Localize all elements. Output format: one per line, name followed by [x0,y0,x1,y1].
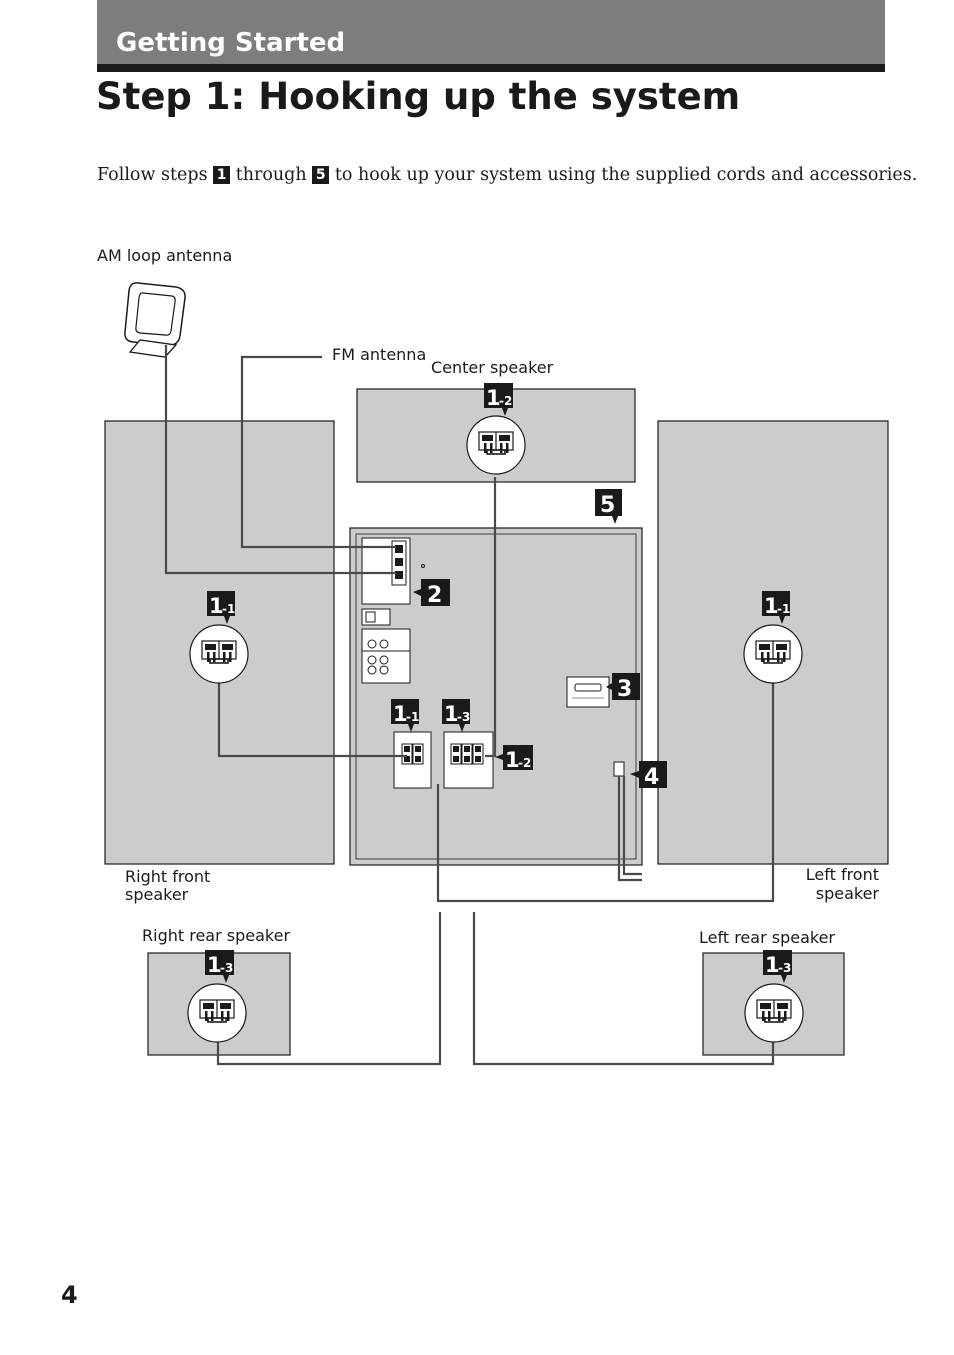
right-front-terminal-icon [189,624,249,684]
svg-text:1: 1 [505,748,520,772]
callout-1-2-unit: 1 -2 [495,745,533,772]
svg-text:4: 4 [644,765,659,790]
intro-paragraph: Follow steps 1 through 5 to hook up your… [97,163,917,187]
callout-3: 3 [606,673,640,702]
intro-middle: through [235,165,307,185]
right-rear-terminal-icon [187,983,247,1043]
left-rear-label: Left rear speaker [699,928,835,947]
svg-text:-2: -2 [499,394,512,408]
center-terminal-icon [466,415,526,475]
svg-text:1: 1 [207,953,222,977]
svg-text:1: 1 [764,594,779,618]
connection-cords [164,345,775,1066]
left-front-label-line2: speaker [815,884,879,903]
svg-text:3: 3 [617,677,632,702]
intro-after: to hook up your system using the supplie… [334,165,918,185]
fm-antenna-label: FM antenna [332,345,427,364]
left-front-label-line1: Left front [805,865,879,884]
svg-text:1: 1 [444,702,459,726]
callout-1-3-left-rear: 1 -3 [763,950,792,983]
callout-1-1-unit: 1 -1 [391,699,419,732]
banner-rule [97,64,885,72]
svg-text:1: 1 [765,953,780,977]
page-number: 4 [61,1281,78,1309]
svg-text:2: 2 [427,583,442,608]
svg-text:-3: -3 [457,710,470,724]
intro-before: Follow steps [97,165,208,185]
svg-text:5: 5 [600,493,615,518]
section-banner [97,0,885,64]
callout-5: 5 [595,489,622,524]
callout-1-1-left-front: 1 -1 [762,591,790,624]
center-speaker-label: Center speaker [431,358,554,377]
step-box-last: 5 [312,166,330,184]
callout-2: 2 [413,579,450,608]
right-front-label-line2: speaker [125,885,189,904]
left-rear-terminal-icon [744,983,804,1043]
svg-text:-3: -3 [778,961,791,975]
svg-text:-2: -2 [518,756,531,770]
am-antenna-label: AM loop antenna [97,246,233,265]
svg-text:1: 1 [209,594,224,618]
am-loop-antenna-icon [124,282,186,358]
svg-text:-3: -3 [220,961,233,975]
section-title: Getting Started [116,28,346,58]
callout-1-3-unit: 1 -3 [442,699,470,732]
svg-text:-1: -1 [406,710,419,724]
left-front-terminal-icon [743,624,803,684]
page-title: Step 1: Hooking up the system [96,75,741,118]
callout-1-3-right-rear: 1 -3 [205,950,234,983]
callout-1-2-center: 1 -2 [484,383,513,416]
step-box-first: 1 [213,166,231,184]
callout-4: 4 [630,761,667,790]
right-rear-label: Right rear speaker [142,926,291,945]
svg-text:1: 1 [393,702,408,726]
callout-1-1-right-front: 1 -1 [207,591,235,624]
svg-text:1: 1 [486,386,501,410]
svg-text:-1: -1 [777,602,790,616]
right-front-label-line1: Right front [125,867,211,886]
svg-text:-1: -1 [222,602,235,616]
